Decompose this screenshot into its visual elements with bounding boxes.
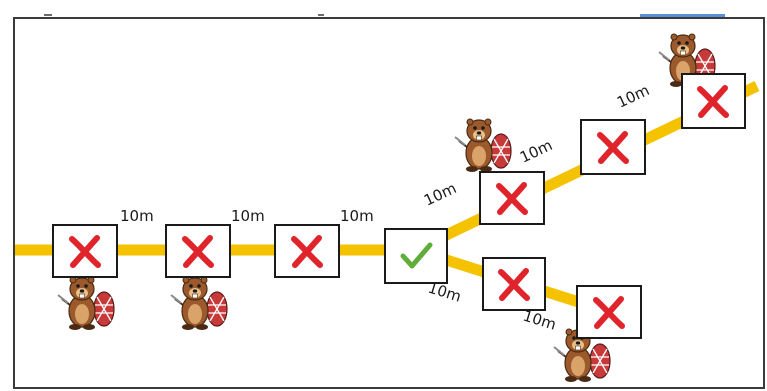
stations: [52, 73, 746, 339]
distance-label: 10m: [120, 207, 154, 225]
station-box: [479, 171, 545, 225]
distance-label: 10m: [517, 136, 555, 167]
distance-label: 10m: [521, 307, 558, 334]
station-box-checked: [384, 228, 448, 284]
station-box: [576, 285, 642, 339]
station-box: [52, 224, 118, 278]
station-box: [580, 119, 646, 175]
distance-label: 10m: [231, 207, 265, 225]
top-edge-mark: [318, 14, 324, 16]
distance-label: 10m: [340, 207, 374, 225]
distance-label: 10m: [426, 279, 463, 306]
top-edge-accent: [640, 14, 725, 17]
station-box: [482, 257, 546, 311]
distance-label: 10m: [614, 81, 652, 112]
distance-labels: 10m 10m 10m 10m 10m 10m 10m 10m: [120, 81, 652, 334]
beaver-icon: [57, 276, 115, 331]
distance-label: 10m: [421, 179, 459, 210]
station-box: [165, 224, 231, 278]
beaver-icon: [170, 276, 228, 331]
station-box: [681, 73, 746, 129]
top-edge-mark: [44, 14, 52, 16]
station-box: [274, 224, 340, 278]
beaver-icon: [454, 118, 512, 173]
